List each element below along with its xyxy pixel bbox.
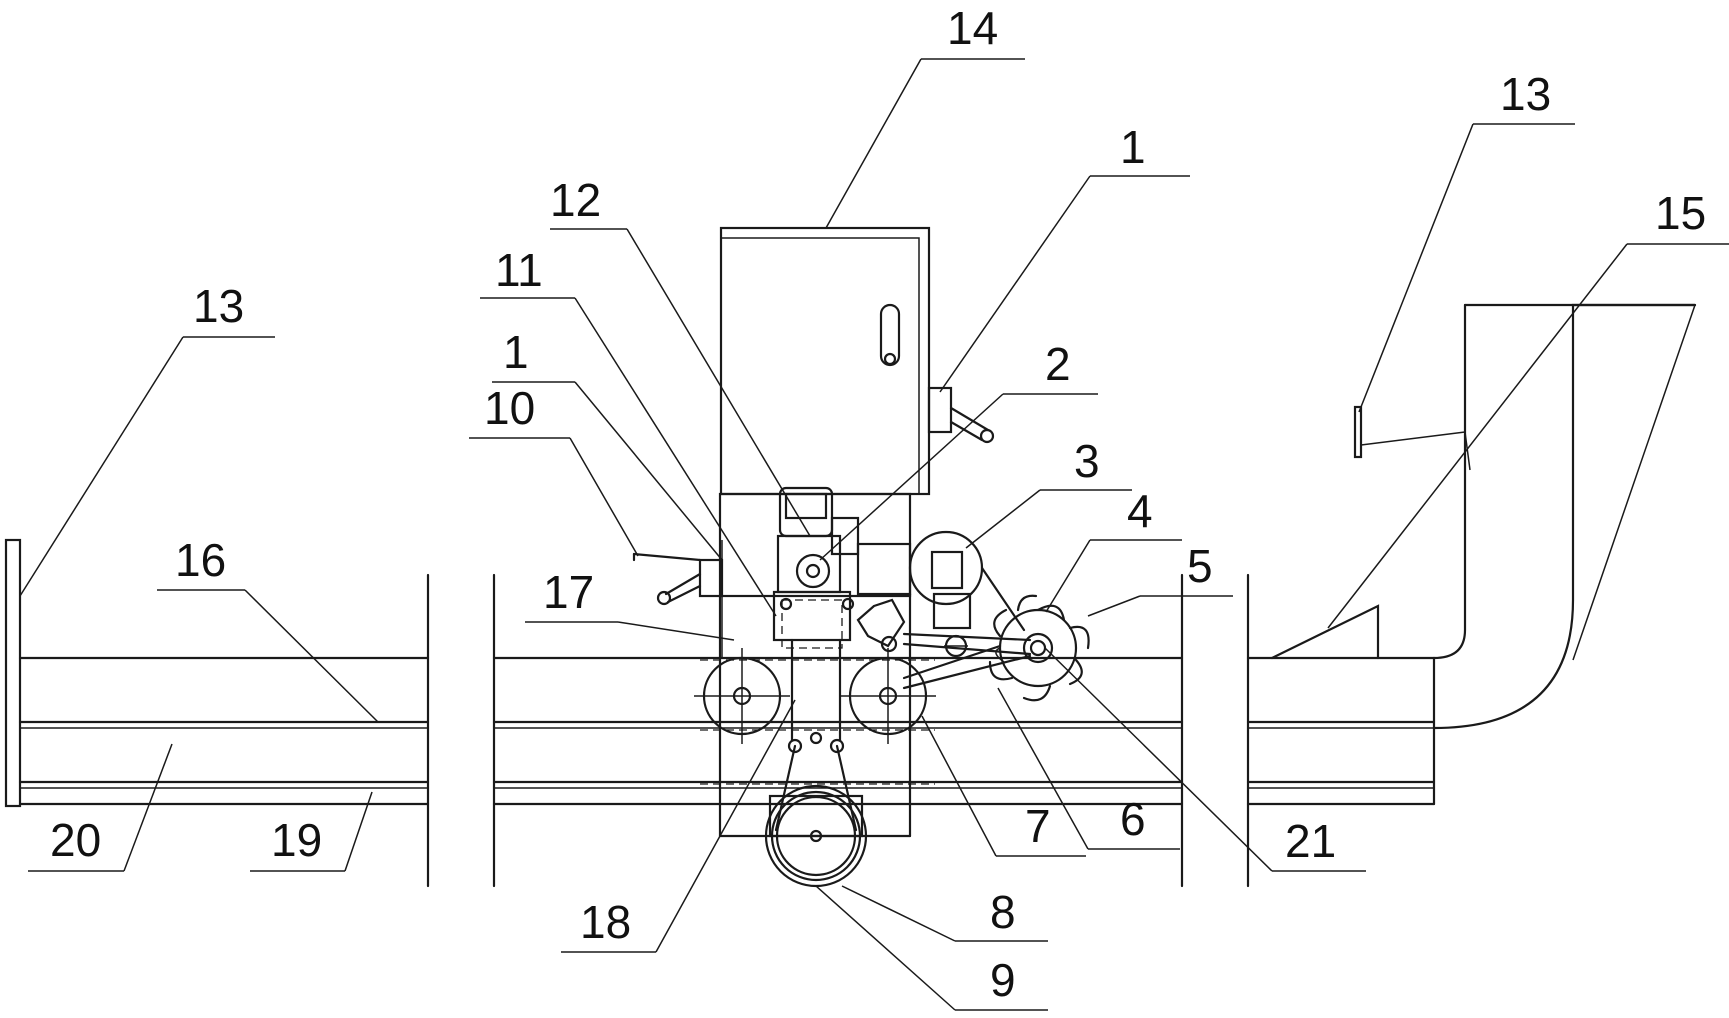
label-19: 19	[271, 814, 322, 866]
label-14: 14	[947, 2, 998, 54]
control-box	[718, 226, 995, 598]
left-frame-section	[4, 538, 430, 888]
label-21: 21	[1285, 815, 1336, 867]
label-8: 8	[990, 886, 1016, 938]
label-12: 12	[550, 174, 601, 226]
label-1-left: 1	[503, 326, 529, 378]
label-7: 7	[1025, 800, 1051, 852]
label-5: 5	[1187, 540, 1213, 592]
label-4: 4	[1127, 485, 1153, 537]
part-labels: 14 1 13 15 12 11 1 10 2 3 4 5 13 16 17 2…	[50, 2, 1706, 1006]
label-9: 9	[990, 954, 1016, 1006]
brush-assembly	[856, 530, 1090, 702]
leader-lines	[19, 58, 1729, 1011]
label-13-right: 13	[1500, 68, 1551, 120]
label-16: 16	[175, 534, 226, 586]
label-15: 15	[1655, 187, 1706, 239]
carriage-assembly	[694, 592, 936, 888]
label-1-top: 1	[1120, 121, 1146, 173]
right-frame-section	[1246, 303, 1697, 888]
label-17: 17	[543, 566, 594, 618]
label-13-left: 13	[193, 280, 244, 332]
label-11: 11	[495, 244, 543, 296]
label-3: 3	[1074, 435, 1100, 487]
label-6: 6	[1120, 793, 1146, 845]
label-20: 20	[50, 814, 101, 866]
label-18: 18	[580, 896, 631, 948]
motor-assembly	[632, 486, 912, 658]
label-2: 2	[1045, 338, 1071, 390]
label-10: 10	[484, 382, 535, 434]
